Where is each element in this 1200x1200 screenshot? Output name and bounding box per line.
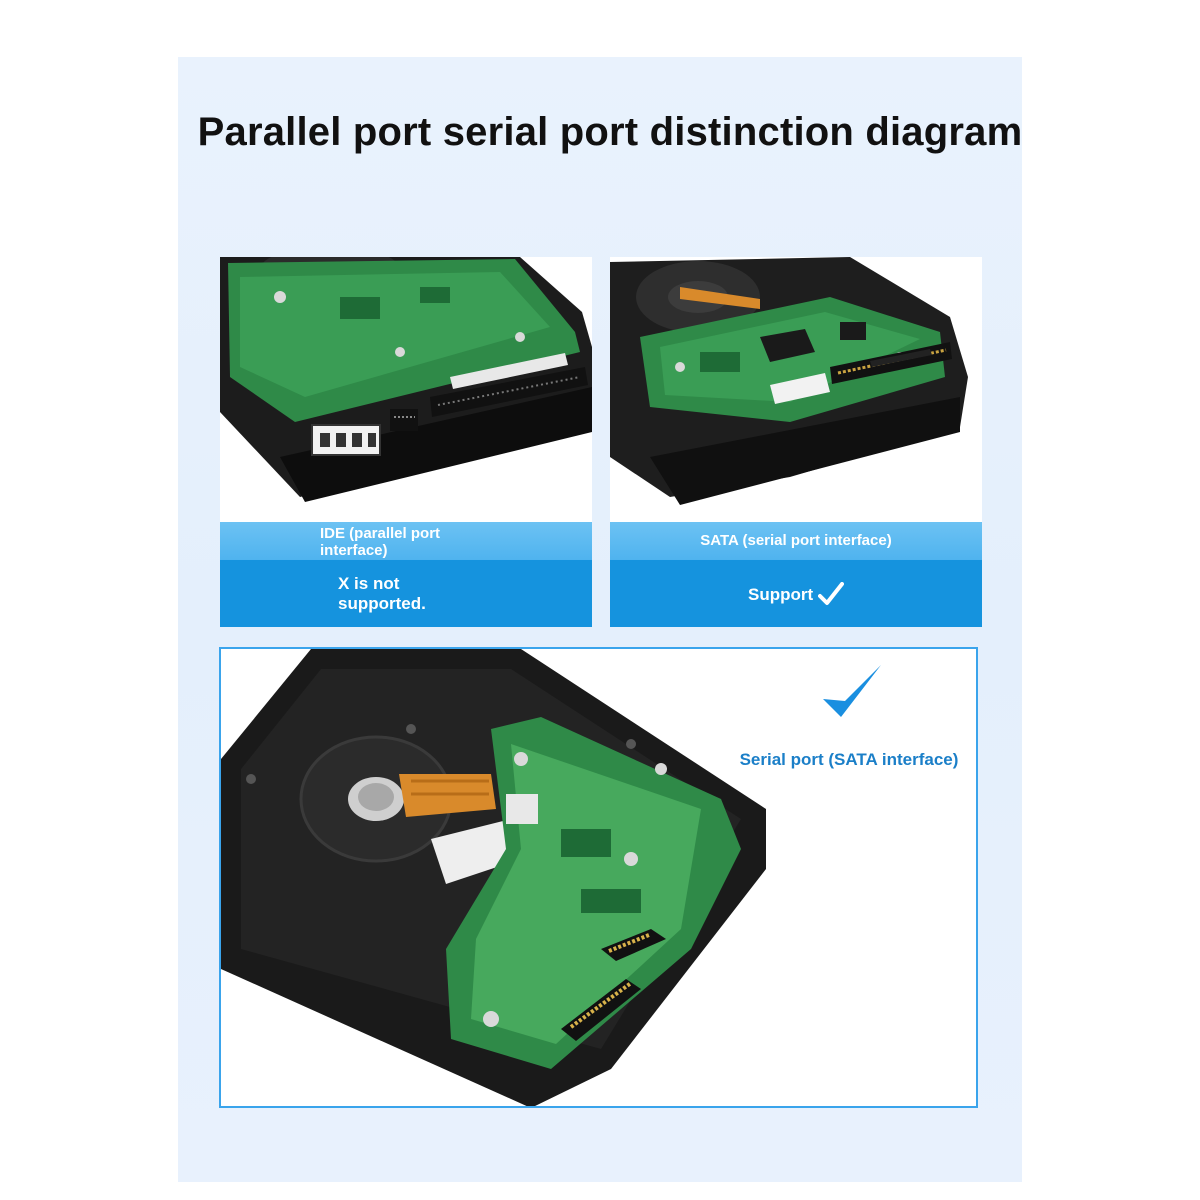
page-title: Parallel port serial port distinction di…	[197, 110, 1023, 154]
ide-status: X is not supported.	[338, 574, 426, 613]
sata-status-bar: Support	[610, 560, 982, 627]
checkmark-icon	[817, 582, 844, 605]
sata-drive-closeup-photo	[221, 649, 781, 1106]
sata-caption: SATA (serial port interface)	[700, 532, 892, 549]
sata-card: SATA (serial port interface) Support	[610, 257, 982, 627]
ide-status-bar: X is not supported.	[220, 560, 592, 627]
sata-status: Support	[748, 585, 814, 604]
ide-hard-drive-photo	[220, 257, 592, 522]
sata-hard-drive-photo	[610, 257, 982, 522]
checkmark-icon	[823, 665, 881, 717]
ide-caption: IDE (parallel port interface)	[320, 525, 441, 559]
sata-caption-bar: SATA (serial port interface)	[610, 522, 982, 560]
ide-card: IDE (parallel port interface) X is not s…	[220, 257, 592, 627]
feature-label: Serial port (SATA interface)	[739, 750, 959, 769]
sata-feature-box: Serial port (SATA interface)	[219, 647, 978, 1108]
ide-caption-bar: IDE (parallel port interface)	[220, 522, 592, 560]
